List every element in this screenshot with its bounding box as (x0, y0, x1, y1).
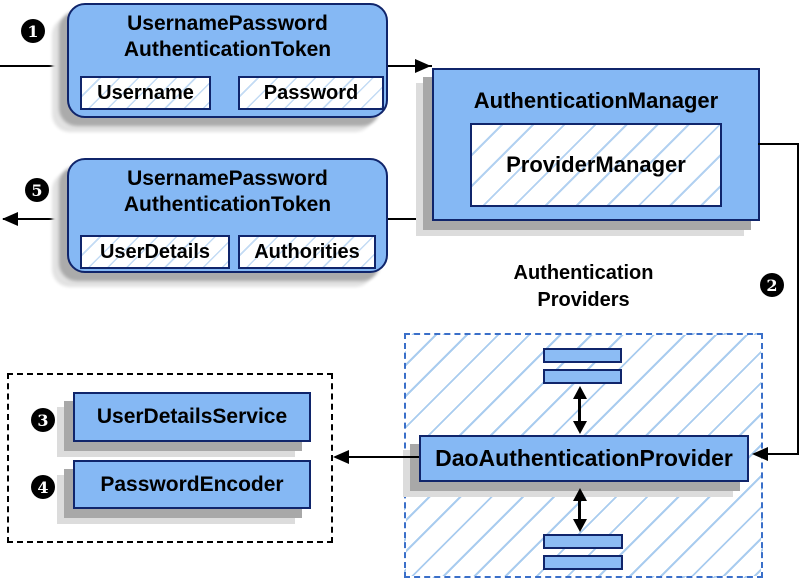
arrow-head-into-manager-icon (415, 59, 431, 73)
double-arrow-down-icon (573, 421, 587, 434)
result-token-title-line1: UsernamePassword (127, 167, 328, 190)
user-details-service-node: UserDetailsService (73, 392, 311, 442)
step-1-badge: 1 (21, 19, 45, 43)
provider-placeholder-bar (543, 534, 623, 549)
double-arrow-up-icon (573, 488, 587, 501)
dao-authentication-provider-node: DaoAuthenticationProvider (419, 435, 749, 482)
provider-placeholder-bar (543, 555, 623, 570)
authentication-manager-node: AuthenticationManager ProviderManager (432, 68, 760, 221)
result-token-title-line2: AuthenticationToken (123, 193, 332, 216)
userdetails-field: UserDetails (80, 235, 230, 269)
double-arrow-up-icon (573, 386, 587, 399)
arrow-head-into-dao-icon (752, 447, 768, 461)
authorities-field: Authorities (238, 235, 376, 269)
request-token-node: UsernamePassword AuthenticationToken Use… (67, 3, 388, 118)
arrow-head-into-services-icon (333, 450, 349, 464)
double-arrow-line (578, 499, 581, 522)
request-token-title-line2: AuthenticationToken (123, 38, 332, 61)
request-token-title-line1: UsernamePassword (127, 12, 328, 35)
provider-manager-node: ProviderManager (470, 123, 722, 207)
password-encoder-node: PasswordEncoder (73, 460, 311, 509)
manager-to-provider-line-bottom (766, 453, 799, 455)
step-5-badge: 5 (25, 178, 49, 202)
request-token-title: UsernamePassword AuthenticationToken (69, 5, 386, 63)
providers-group-label: Authentication Providers (404, 260, 763, 314)
manager-to-provider-line-vertical (797, 143, 799, 455)
providers-group-label-line1: Authentication (513, 262, 654, 284)
dao-to-services-line (345, 456, 419, 458)
username-field: Username (80, 76, 211, 110)
double-arrow-down-icon (573, 519, 587, 532)
arrow-head-result-left-icon (2, 212, 18, 226)
result-token-title: UsernamePassword AuthenticationToken (69, 160, 386, 218)
step-3-badge: 3 (31, 408, 55, 432)
provider-placeholder-bar (543, 348, 622, 363)
providers-group-label-line2: Providers (537, 289, 630, 311)
double-arrow-line (578, 397, 581, 425)
password-field: Password (238, 76, 384, 110)
provider-placeholder-bar (543, 369, 622, 384)
step-2-badge: 2 (760, 273, 784, 297)
step-4-badge: 4 (31, 475, 55, 499)
manager-to-provider-line-top (758, 143, 799, 145)
authentication-manager-title: AuthenticationManager (473, 88, 719, 113)
result-token-node: UsernamePassword AuthenticationToken Use… (67, 158, 388, 273)
